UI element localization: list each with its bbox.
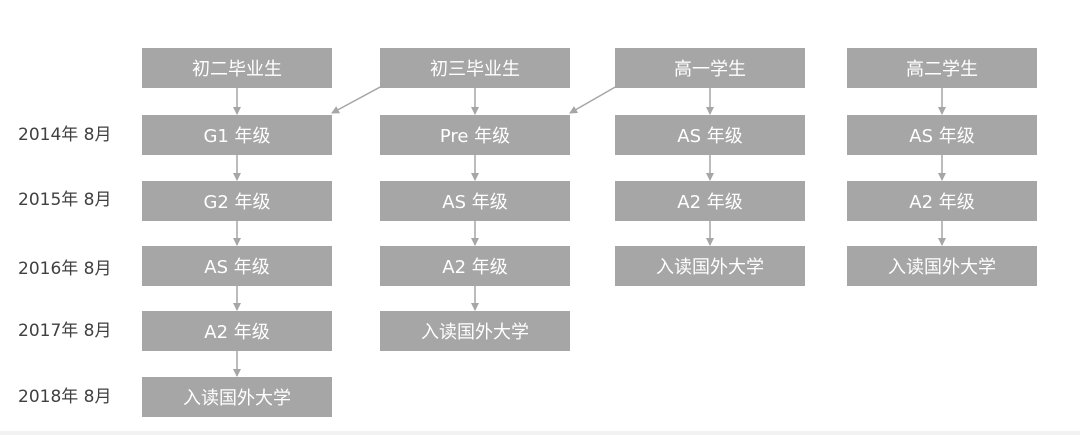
step-box: A2 年级 (615, 181, 805, 221)
step-box: AS 年级 (615, 115, 805, 155)
year-label: 2017年 8月 (18, 321, 112, 341)
year-label: 2015年 8月 (18, 190, 112, 210)
year-label: 2014年 8月 (18, 125, 112, 145)
step-box: 入读国外大学 (142, 377, 332, 417)
step-box: A2 年级 (847, 181, 1037, 221)
step-box: A2 年级 (142, 311, 332, 351)
step-box: G1 年级 (142, 115, 332, 155)
step-box: 入读国外大学 (847, 246, 1037, 286)
step-box: A2 年级 (380, 246, 570, 286)
year-label: 2016年 8月 (18, 259, 112, 279)
step-box: 入读国外大学 (380, 311, 570, 351)
step-box: Pre 年级 (380, 115, 570, 155)
column-header-box: 高一学生 (615, 48, 805, 88)
step-box: AS 年级 (142, 246, 332, 286)
step-box: AS 年级 (380, 181, 570, 221)
diagonal-connector-arrow (331, 85, 383, 114)
column-header-box: 高二学生 (847, 48, 1037, 88)
step-box: G2 年级 (142, 181, 332, 221)
diagonal-connector-arrow (569, 85, 618, 114)
step-box: AS 年级 (847, 115, 1037, 155)
step-box: 入读国外大学 (615, 246, 805, 286)
year-label: 2018年 8月 (18, 387, 112, 407)
column-header-box: 初三毕业生 (380, 48, 570, 88)
column-header-box: 初二毕业生 (142, 48, 332, 88)
